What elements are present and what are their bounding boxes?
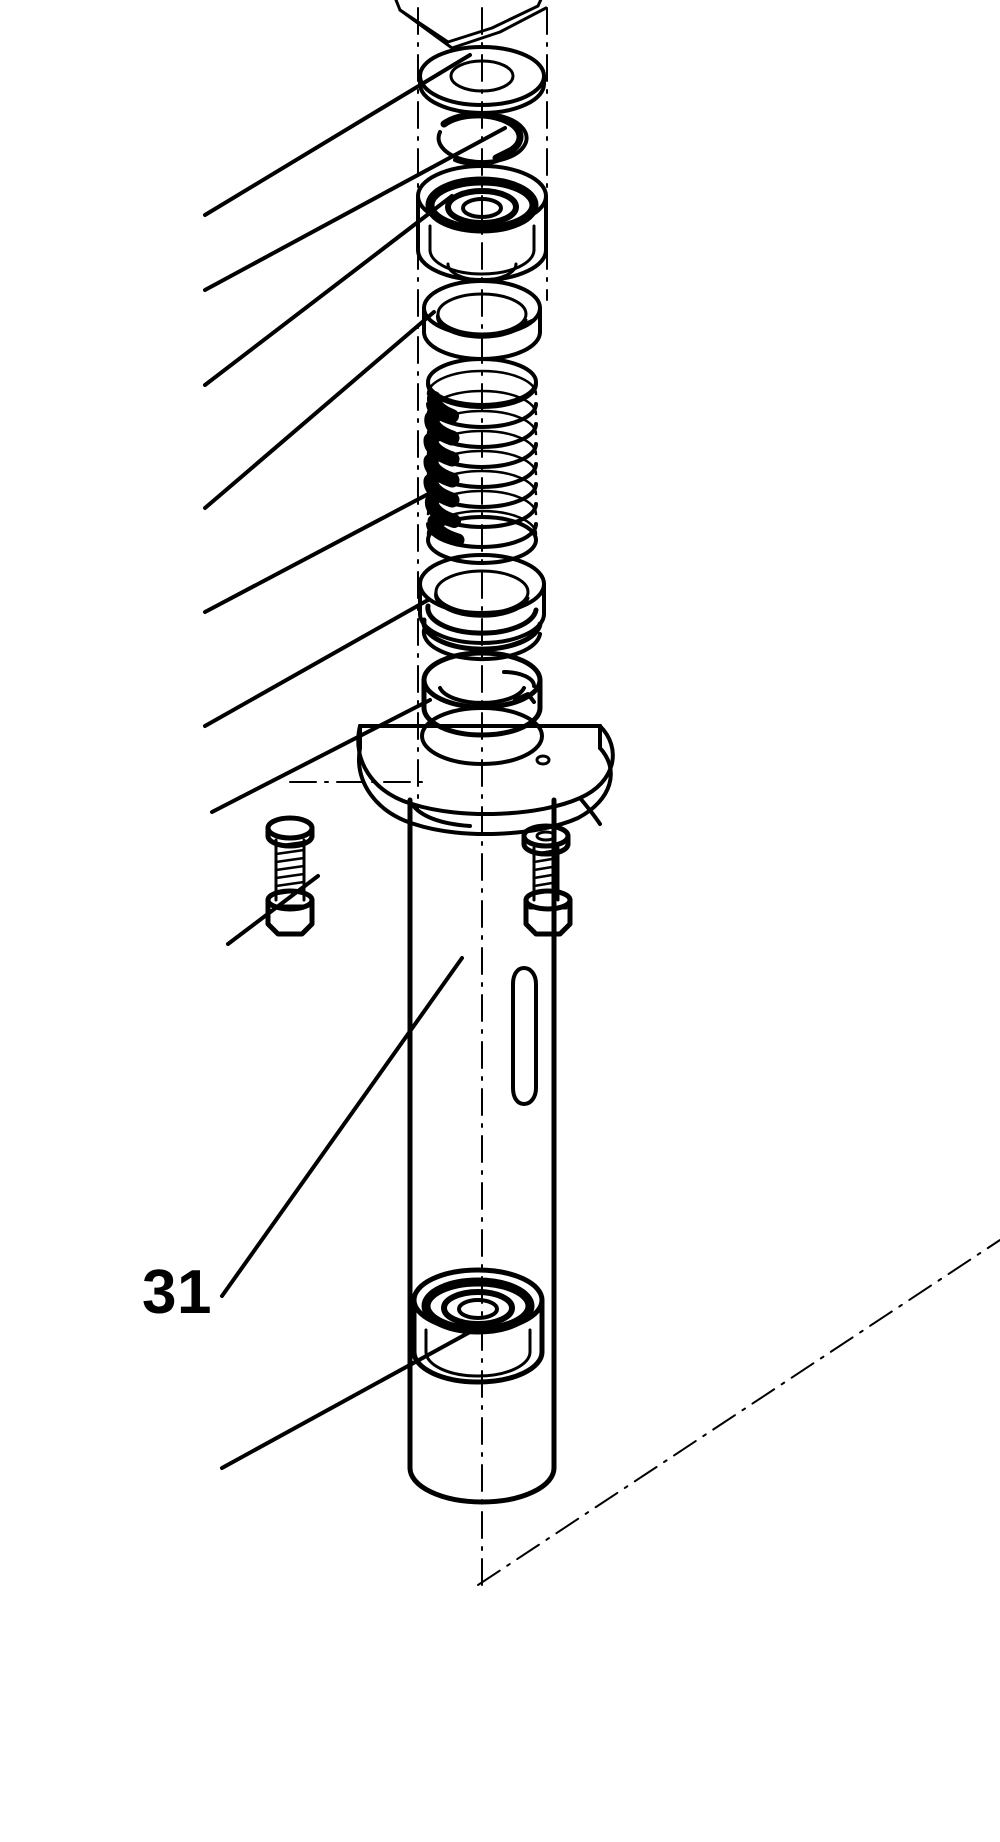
upper-cut-plate xyxy=(394,0,548,50)
leader-coil-spring xyxy=(203,490,434,614)
leader-upper-bearing xyxy=(203,194,454,387)
leader-retaining-ring xyxy=(203,126,507,292)
leader-line-group xyxy=(203,53,507,1470)
steering-tube xyxy=(407,797,557,1505)
hex-bolt-left xyxy=(265,815,315,937)
leader-lower-spacer xyxy=(203,598,430,728)
spring-seat-cup xyxy=(418,553,546,662)
hex-nut-right xyxy=(523,888,573,937)
mounting-flange-plate xyxy=(356,706,615,837)
leader-top-washer xyxy=(203,53,472,217)
lower-ball-bearing xyxy=(411,1267,545,1385)
compression-spring xyxy=(423,357,538,565)
leader-spacer-ring xyxy=(203,310,436,510)
leader-seal-ring xyxy=(210,698,432,814)
retaining-clip xyxy=(436,111,529,166)
hex-bolt-right xyxy=(521,823,573,937)
axis-diagonal-lower xyxy=(477,1239,1000,1586)
leader-bolt xyxy=(226,874,320,946)
tube-slot xyxy=(511,966,538,1106)
leader-bottom-bearing xyxy=(220,1330,472,1470)
callout-number-31: 31 xyxy=(142,1258,212,1327)
leader-callout-31 xyxy=(220,956,464,1298)
